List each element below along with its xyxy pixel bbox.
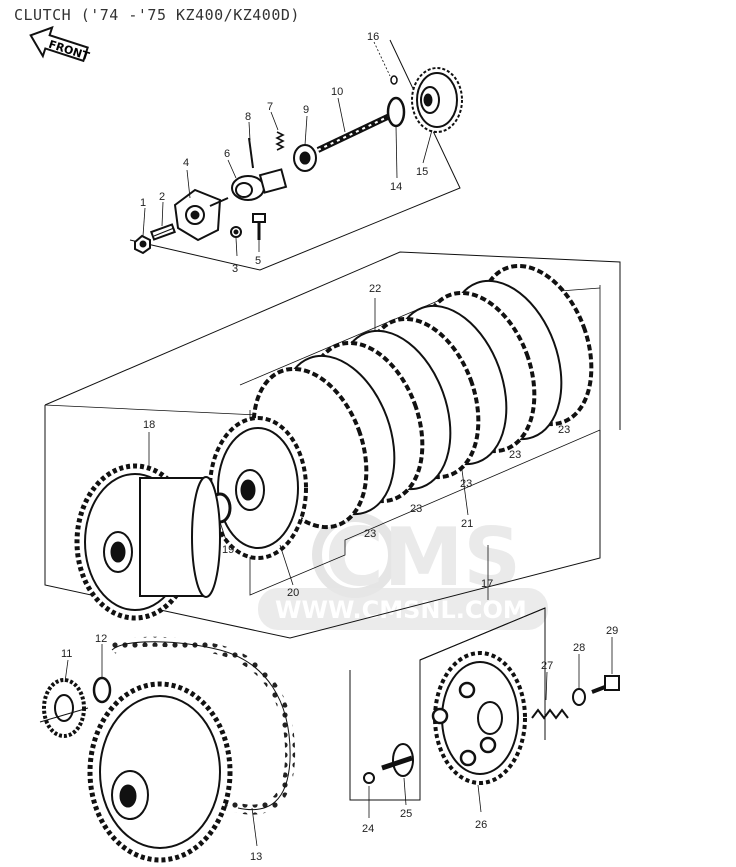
callout-8: 8	[245, 111, 251, 123]
callout-23d: 23	[509, 449, 521, 461]
part-8-pin	[248, 137, 254, 169]
callout-23a: 23	[364, 528, 376, 540]
callout-11: 11	[61, 648, 72, 660]
callout-24: 24	[362, 823, 374, 835]
callout-26: 26	[475, 819, 487, 831]
part-26-pressure-plate	[431, 651, 527, 785]
clutch-plates-stack	[251, 263, 594, 530]
part-27-spring	[531, 708, 569, 720]
part-5-bolt	[252, 213, 266, 240]
callout-23e: 23	[558, 424, 570, 436]
watermark-url: WWW.CMSNL.COM	[275, 596, 527, 624]
callout-17: 17	[481, 578, 493, 590]
pressure-plate-group	[349, 607, 620, 818]
clutch-assembly-group	[44, 251, 621, 639]
front-arrow: FRONT	[29, 25, 91, 63]
bottom-left-leaders	[64, 644, 258, 847]
callout-7: 7	[267, 101, 273, 113]
callout-22: 22	[369, 283, 381, 295]
part-25-pusher	[381, 743, 414, 777]
part-20-clutch-hub	[208, 416, 308, 560]
part-29-bolt	[591, 675, 620, 694]
callout-13: 13	[250, 851, 262, 863]
part-15-gear	[411, 67, 463, 133]
callout-29: 29	[606, 625, 618, 637]
callout-10: 10	[331, 86, 343, 98]
part-3-washer	[230, 226, 242, 238]
part-1-nut	[134, 234, 151, 255]
callout-16: 16	[367, 31, 379, 43]
middle-leaders	[148, 298, 489, 600]
callout-27: 27	[541, 660, 553, 672]
release-mechanism-group	[129, 39, 463, 271]
housing-side-view	[87, 681, 233, 863]
callout-28: 28	[573, 642, 585, 654]
part-7-spring	[275, 131, 285, 151]
callout-12: 12	[95, 633, 107, 645]
callout-23c: 23	[460, 478, 472, 490]
part-10-push-rod	[316, 109, 400, 153]
part-18-clutch-housing	[74, 463, 221, 621]
bottom-right-leaders	[368, 637, 613, 818]
callout-25: 25	[400, 808, 412, 820]
callout-15: 15	[416, 166, 428, 178]
part-4-release-housing	[173, 188, 222, 242]
callout-labels: 1 2 3 4 5 6 7 8 9 10 11 12 13 14 15 16 1…	[61, 31, 618, 863]
part-2-screw	[150, 223, 176, 241]
part-12-ring	[92, 676, 112, 704]
part-6-release-body	[209, 168, 288, 207]
callout-18: 18	[143, 419, 155, 431]
primary-drive-group	[39, 636, 296, 863]
callout-1: 1	[140, 197, 146, 209]
part-16-ball	[390, 75, 398, 85]
callout-5: 5	[255, 255, 261, 267]
callout-4: 4	[183, 157, 189, 169]
part-11-sprocket	[39, 678, 89, 738]
part-14-oring	[386, 96, 406, 128]
part-28-washer	[572, 688, 586, 706]
callout-23b: 23	[410, 503, 422, 515]
diagram-title: CLUTCH ('74 -'75 KZ400/KZ400D)	[14, 6, 300, 24]
callout-2: 2	[159, 191, 165, 203]
part-24-ball	[363, 772, 375, 784]
callout-6: 6	[224, 148, 230, 160]
callout-9: 9	[303, 104, 309, 116]
part-9-bearing	[293, 144, 317, 172]
callout-21: 21	[461, 518, 473, 530]
callout-20: 20	[287, 587, 299, 599]
callout-3: 3	[232, 263, 238, 275]
callout-19: 19	[222, 544, 234, 556]
top-leaders	[142, 41, 433, 257]
watermark: CMS WWW.CMSNL.COM	[258, 511, 548, 630]
callout-14: 14	[390, 181, 402, 193]
